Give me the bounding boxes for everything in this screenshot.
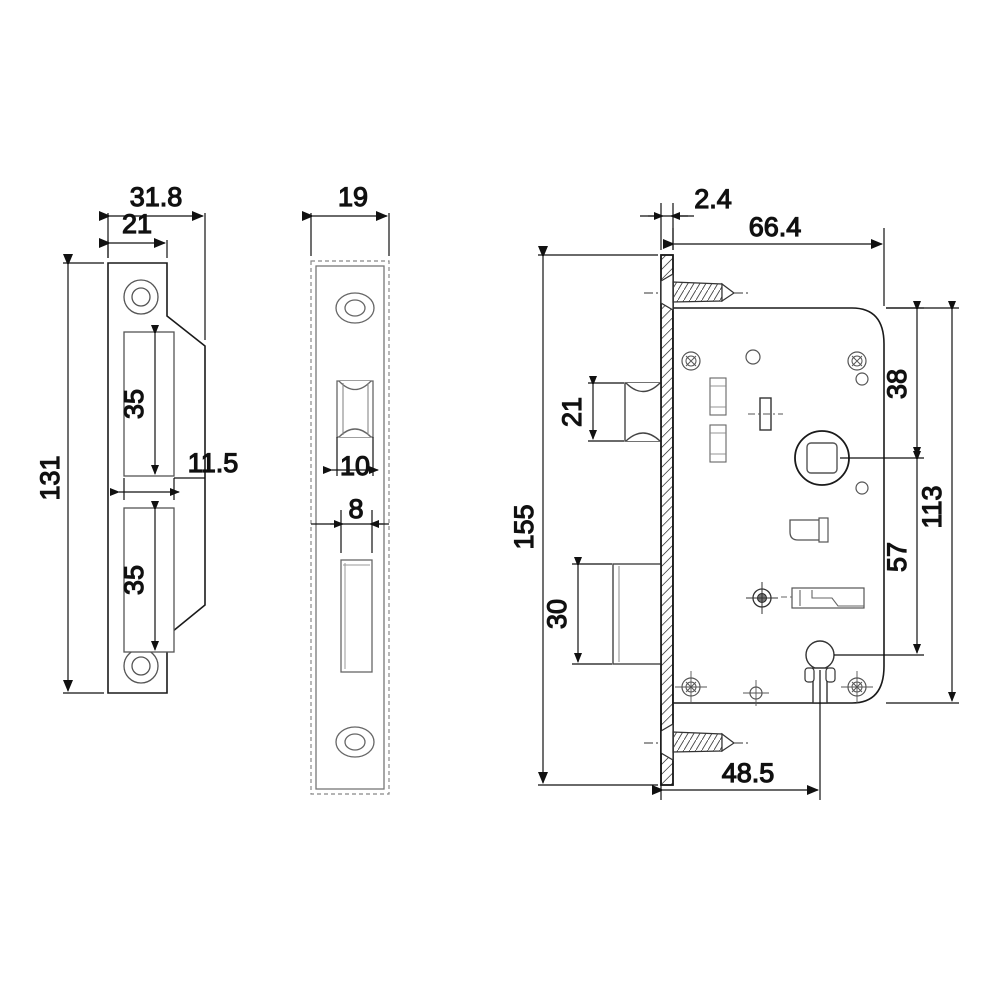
internal-slot-lower [709, 424, 727, 463]
wood-screw-top-icon [644, 272, 748, 312]
dim-label-11-5: 11.5 [188, 448, 239, 478]
case-hole-right-lower-icon [855, 481, 869, 495]
faceplate-screw-hole-bottom-inner-icon [344, 733, 366, 751]
faceplate-outline-dashed [310, 260, 390, 795]
wood-screw-bottom-icon [644, 722, 748, 762]
dim-label-66-4: 66.4 [749, 212, 802, 242]
dim-label-35-lower: 35 [119, 565, 149, 595]
case-hole-top-mid-icon [745, 349, 761, 365]
lock-body-dimensions: 2.4 66.4 155 21 30 38 57 113 [508, 183, 959, 800]
dim-label-21-latch: 21 [557, 397, 587, 427]
dim-label-2-4: 2.4 [694, 184, 732, 214]
dim-label-35-upper: 35 [119, 389, 149, 419]
dim-label-19: 19 [338, 182, 368, 212]
dim-label-57: 57 [882, 542, 912, 572]
latch-bolt-curve-bottom [625, 432, 661, 442]
case-hole-bottom-mid-icon [743, 680, 769, 706]
deadbolt-opening [340, 559, 373, 673]
screw-hole-top-inner-icon [131, 287, 151, 307]
case-rivet-bottom-right-icon [841, 671, 873, 703]
faceplate-dimensions: 19 10 8 [302, 181, 390, 553]
case-rivet-top-right-icon [847, 351, 867, 371]
strike-lower-slot [123, 507, 175, 653]
dim-label-113: 113 [917, 485, 947, 528]
screw-hole-bottom-inner-icon [131, 656, 151, 676]
lockbody-faceplate-overlay [660, 254, 674, 786]
follower-lever [789, 517, 829, 543]
case-hole-right-upper-icon [855, 372, 869, 386]
dim-label-30: 30 [542, 599, 572, 629]
dim-label-155: 155 [509, 504, 539, 549]
dim-label-48-5: 48.5 [722, 758, 775, 788]
dim-label-8: 8 [348, 494, 363, 524]
dim-label-10: 10 [340, 451, 370, 481]
dim-label-21: 21 [122, 209, 152, 239]
latch-mechanism-bar [781, 587, 865, 609]
faceplate-screw-hole-top-inner-icon [344, 299, 366, 317]
center-rivet-icon [746, 582, 778, 614]
internal-pin-icon [748, 397, 783, 431]
strike-upper-slot [123, 331, 175, 477]
deadbolt [612, 563, 662, 665]
dim-label-31-8: 31.8 [130, 182, 183, 212]
strike-plate-dimensions: 31.8 21 131 35 35 11.5 [34, 181, 239, 694]
case-rivet-top-left-icon [681, 351, 701, 371]
view-strike-plate [107, 262, 206, 694]
view-faceplate [310, 260, 390, 795]
internal-slot-upper [709, 377, 727, 416]
dim-label-131: 131 [35, 455, 65, 500]
view-lock-body [612, 254, 885, 786]
faceplate-outline [315, 265, 385, 790]
dim-label-38: 38 [882, 369, 912, 399]
latch-bolt-curve-top [625, 382, 661, 393]
case-rivet-bottom-left-icon [675, 671, 707, 703]
